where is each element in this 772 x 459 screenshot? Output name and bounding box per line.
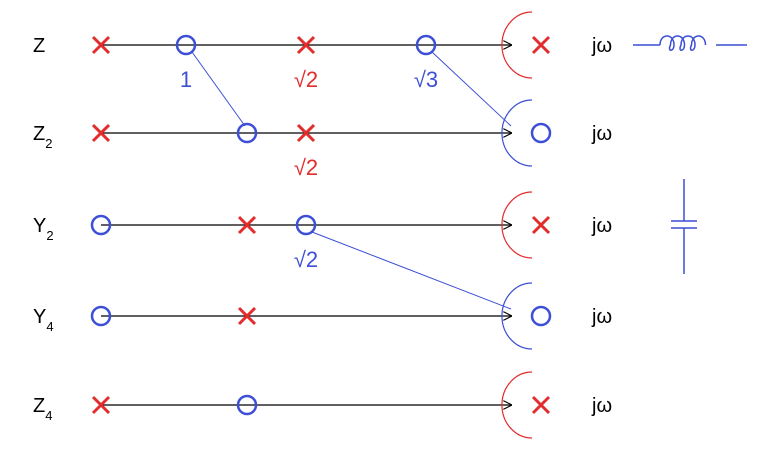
infinity-arc [501, 191, 532, 259]
infinity-zero-marker [530, 305, 552, 327]
circuit-symbols [633, 35, 747, 274]
zero-marker [236, 394, 258, 416]
frequency-label: 1 [180, 67, 192, 92]
infinity-pole-marker [531, 215, 551, 235]
capacitor-icon [671, 179, 697, 274]
zero-marker [415, 34, 437, 56]
row-z2: Z2 √2 jω [33, 99, 612, 180]
pole-marker [91, 395, 111, 415]
inductor-icon [633, 35, 747, 51]
infinity-pole-marker [531, 35, 551, 55]
frequency-label: √2 [294, 247, 318, 272]
zero-marker [295, 214, 317, 236]
zero-marker [236, 122, 258, 144]
j-omega-label: jω [591, 395, 612, 417]
pole-marker [91, 123, 111, 143]
link-line [191, 51, 246, 127]
pole-marker [237, 215, 257, 235]
pole-marker [91, 35, 111, 55]
pole-marker [296, 123, 316, 143]
infinity-zero-marker [530, 122, 552, 144]
j-omega-label: jω [591, 123, 612, 145]
infinity-arc [501, 11, 532, 79]
zero-marker [90, 305, 112, 327]
frequency-label: √2 [294, 67, 318, 92]
infinity-pole-marker [531, 395, 551, 415]
row-y4: Y4 jω [33, 282, 612, 350]
row-name: Z4 [33, 395, 52, 423]
link-line [431, 51, 512, 127]
row-z: Z 1 √2 √3 jω [33, 11, 612, 92]
zero-marker [175, 34, 197, 56]
pole-marker [237, 306, 257, 326]
infinity-arc [501, 282, 532, 350]
j-omega-label: jω [591, 215, 612, 237]
pole-marker [296, 35, 316, 55]
link-line [311, 231, 512, 310]
j-omega-label: jω [591, 35, 612, 57]
row-name: Y4 [33, 306, 54, 334]
infinity-arc [501, 99, 532, 167]
frequency-label: √2 [294, 155, 318, 180]
frequency-label: √3 [414, 67, 438, 92]
infinity-arc [501, 371, 532, 439]
row-name: Y2 [33, 215, 54, 243]
zero-marker [90, 214, 112, 236]
row-name: Z2 [33, 123, 52, 151]
j-omega-label: jω [591, 306, 612, 328]
row-y2: Y2 √2 jω [33, 191, 612, 272]
row-name: Z [33, 35, 45, 57]
row-z4: Z4 jω [33, 371, 612, 439]
link-lines [191, 51, 512, 310]
